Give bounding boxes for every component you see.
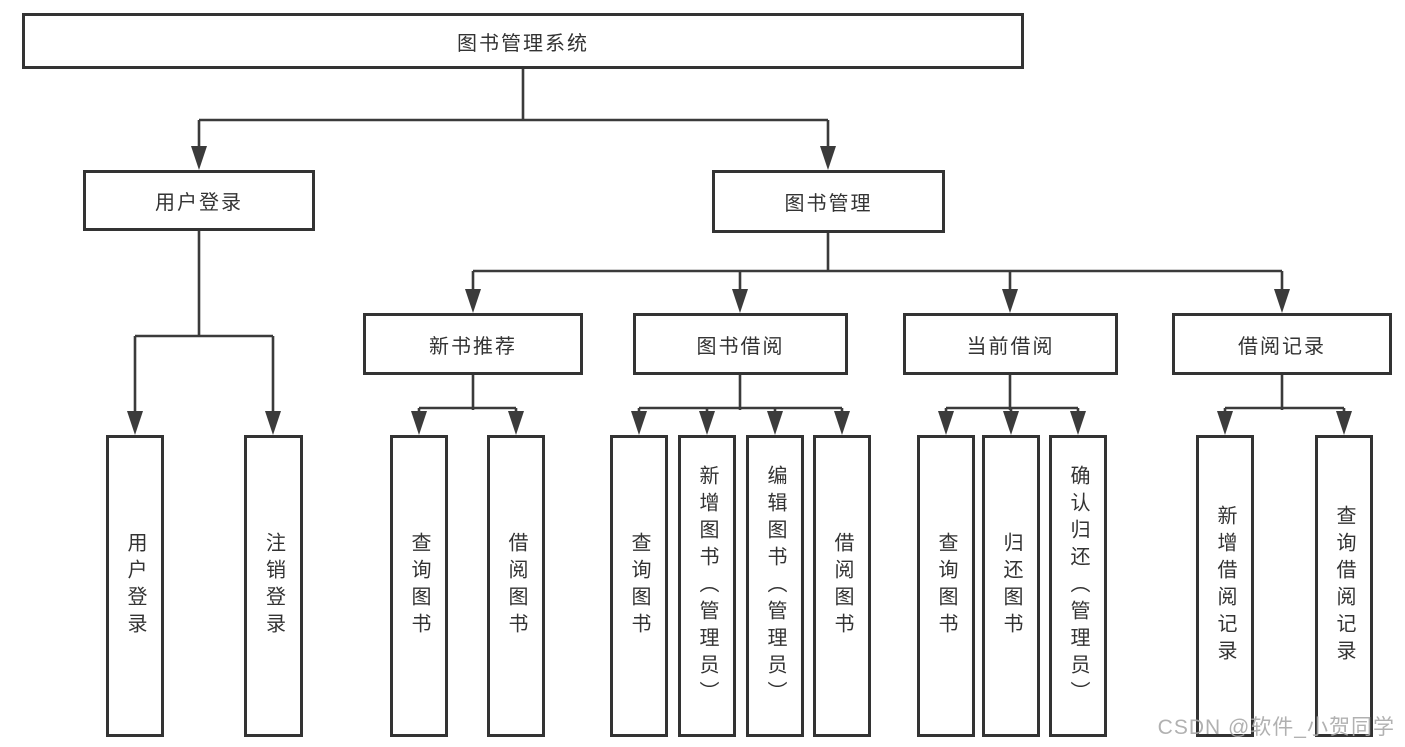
node-root-label: 图书管理系统 bbox=[457, 32, 589, 55]
leaf-bb-edit-label: 编辑图书（管理员） bbox=[764, 464, 786, 708]
arrowheads bbox=[127, 146, 1352, 435]
leaf-cb-query: 查询图书 bbox=[917, 435, 975, 737]
leaf-bb-add-label: 新增图书（管理员） bbox=[696, 464, 718, 708]
leaf-nb-borrow-label: 借阅图书 bbox=[505, 532, 527, 640]
leaf-logout: 注销登录 bbox=[244, 435, 303, 737]
leaf-nb-borrow: 借阅图书 bbox=[487, 435, 545, 737]
node-book-borrow: 图书借阅 bbox=[633, 313, 848, 375]
node-current-borrow: 当前借阅 bbox=[903, 313, 1118, 375]
watermark: CSDN @软件_小贺同学 bbox=[1157, 716, 1395, 739]
leaf-user-login: 用户登录 bbox=[106, 435, 164, 737]
leaf-br-query: 查询借阅记录 bbox=[1315, 435, 1373, 737]
node-user-login: 用户登录 bbox=[83, 170, 315, 231]
leaf-cb-confirm: 确认归还（管理员） bbox=[1049, 435, 1107, 737]
leaf-logout-label: 注销登录 bbox=[262, 532, 285, 640]
node-new-book-rec: 新书推荐 bbox=[363, 313, 583, 375]
node-book-mgmt: 图书管理 bbox=[712, 170, 945, 233]
node-new-book-rec-label: 新书推荐 bbox=[429, 335, 517, 358]
node-book-borrow-label: 图书借阅 bbox=[696, 335, 785, 358]
leaf-cb-confirm-label: 确认归还（管理员） bbox=[1067, 464, 1089, 708]
leaf-nb-query: 查询图书 bbox=[390, 435, 448, 737]
leaf-br-add-label: 新增借阅记录 bbox=[1214, 505, 1236, 667]
leaf-bb-query-label: 查询图书 bbox=[628, 532, 650, 640]
leaf-bb-edit: 编辑图书（管理员） bbox=[746, 435, 804, 737]
leaf-cb-query-label: 查询图书 bbox=[935, 532, 957, 640]
leaf-br-query-label: 查询借阅记录 bbox=[1333, 505, 1355, 667]
leaf-bb-add: 新增图书（管理员） bbox=[678, 435, 736, 737]
node-current-borrow-label: 当前借阅 bbox=[966, 335, 1055, 358]
node-book-mgmt-label: 图书管理 bbox=[784, 193, 873, 215]
node-root: 图书管理系统 bbox=[22, 13, 1024, 69]
leaf-nb-query-label: 查询图书 bbox=[408, 532, 430, 640]
leaf-bb-borrow-label: 借阅图书 bbox=[831, 532, 853, 640]
node-borrow-records-label: 借阅记录 bbox=[1238, 335, 1326, 358]
leaf-bb-query: 查询图书 bbox=[610, 435, 668, 737]
leaf-cb-return-label: 归还图书 bbox=[1000, 532, 1022, 640]
leaf-bb-borrow: 借阅图书 bbox=[813, 435, 871, 737]
leaf-br-add: 新增借阅记录 bbox=[1196, 435, 1254, 737]
leaf-user-login-label: 用户登录 bbox=[124, 532, 146, 640]
node-borrow-records: 借阅记录 bbox=[1172, 313, 1392, 375]
node-user-login-label: 用户登录 bbox=[155, 192, 243, 214]
leaf-cb-return: 归还图书 bbox=[982, 435, 1040, 737]
